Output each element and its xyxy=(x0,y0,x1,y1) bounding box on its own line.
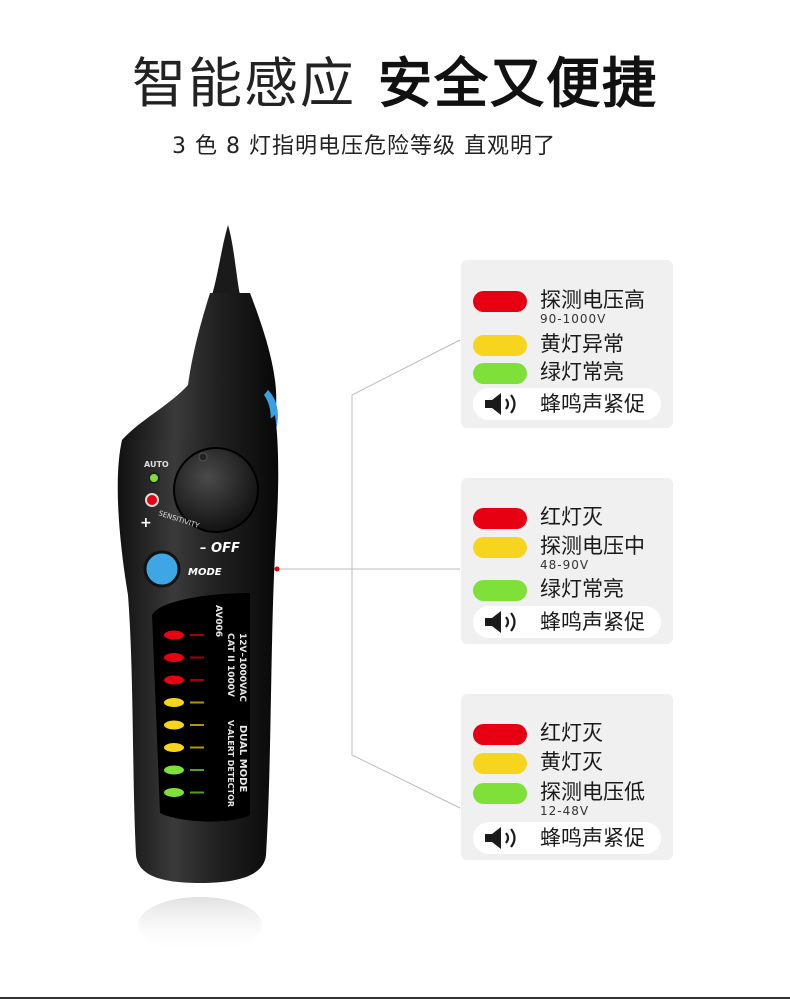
yellow-led xyxy=(164,720,184,730)
legend-label: 探测电压中 xyxy=(540,534,645,558)
beep-row: 蜂鸣声紧促 xyxy=(473,388,661,420)
legend-label: 绿灯常亮 xyxy=(540,360,624,384)
voltage-range: 90-1000V xyxy=(540,312,607,326)
green-led xyxy=(164,788,184,797)
yellow-light-swatch xyxy=(473,753,527,774)
yellow-led xyxy=(164,698,184,707)
legend-label: 探测电压高 xyxy=(540,288,645,312)
legend-label: 探测电压低 xyxy=(540,780,645,804)
green-led xyxy=(164,765,184,775)
status-panel-high: 探测电压高 90-1000V 黄灯异常 绿灯常亮 蜂鸣声紧促 xyxy=(461,260,673,428)
legend-label: 黄灯异常 xyxy=(540,332,624,356)
bottom-divider xyxy=(0,997,790,999)
red-led xyxy=(164,653,184,662)
yellow-led xyxy=(164,743,184,752)
legend-label: 红灯灭 xyxy=(540,721,603,745)
status-panel-mid: 红灯灭 探测电压中 48-90V 绿灯常亮 蜂鸣声紧促 xyxy=(461,478,673,644)
red-led xyxy=(164,675,184,685)
voltage-range-label: 12V–1000VAC xyxy=(237,633,247,702)
green-light-swatch xyxy=(473,783,527,804)
plus-label: + xyxy=(140,515,152,531)
speaker-icon xyxy=(485,827,516,849)
mode-label: MODE xyxy=(188,567,222,578)
green-light-swatch xyxy=(473,580,527,601)
legend-label: 绿灯常亮 xyxy=(540,577,624,601)
speaker-icon xyxy=(485,611,516,633)
voltage-range: 12-48V xyxy=(540,804,590,818)
voltage-range: 48-90V xyxy=(540,558,590,572)
red-light-swatch xyxy=(473,291,527,312)
auto-label: AUTO xyxy=(144,460,169,469)
product-line2-label: DUAL MODE xyxy=(237,725,248,792)
title-light: 智能感应 xyxy=(132,52,356,115)
green-light-swatch xyxy=(473,363,527,384)
legend-label: 黄灯灭 xyxy=(540,750,603,774)
legend-label: 红灯灭 xyxy=(540,505,603,529)
red-light-swatch xyxy=(473,508,527,529)
page-subtitle: 3 色 8 灯指明电压危险等级 直观明了 xyxy=(172,134,556,159)
red-led xyxy=(164,630,184,640)
page-title: 智能感应安全又便捷 xyxy=(0,52,790,116)
led-indicator-column xyxy=(164,630,204,797)
rating-label: CAT II 1000V xyxy=(225,633,235,697)
status-panel-low: 红灯灭 黄灯灭 探测电压低 12-48V 蜂鸣声紧促 xyxy=(461,694,673,860)
beep-label: 蜂鸣声紧促 xyxy=(540,610,645,634)
yellow-light-swatch xyxy=(473,537,527,558)
product-line1-label: V-ALERT DETECTOR xyxy=(226,720,235,807)
beep-row: 蜂鸣声紧促 xyxy=(473,606,661,638)
model-label: AV006 xyxy=(213,605,223,637)
speaker-icon xyxy=(485,393,516,415)
beep-row: 蜂鸣声紧促 xyxy=(473,822,661,854)
voltage-tester-device: AUTO + SENSITIVITY – OFF MODE AV006 CAT … xyxy=(117,225,279,953)
title-bold: 安全又便捷 xyxy=(378,52,658,115)
off-label: – OFF xyxy=(200,541,240,556)
red-light-swatch xyxy=(473,724,527,745)
beep-label: 蜂鸣声紧促 xyxy=(540,392,645,416)
yellow-light-swatch xyxy=(473,335,527,356)
beep-label: 蜂鸣声紧促 xyxy=(540,826,645,850)
